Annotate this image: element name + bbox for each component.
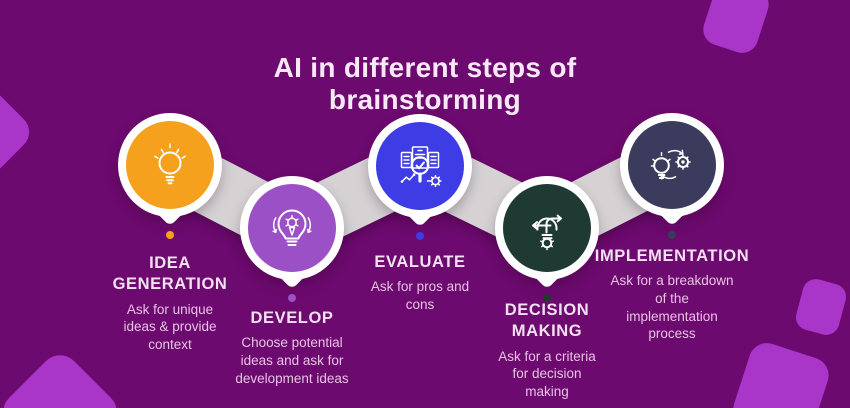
step-description: Choose potential ideas and ask for devel…	[235, 335, 349, 386]
step-label: DEVELOP	[250, 309, 334, 327]
step-circle	[126, 121, 214, 209]
step-dot	[288, 294, 296, 302]
step-description: Ask for pros and cons	[370, 279, 470, 312]
step-dot	[543, 294, 551, 302]
develop-bulb-gear-icon	[272, 209, 312, 246]
page-title: AI in different steps of brainstorming	[273, 51, 577, 116]
step-label: IDEA GENERATION	[112, 254, 228, 294]
step-label: EVALUATE	[374, 253, 466, 271]
step-description: Ask for a criteria for decision making	[498, 348, 596, 399]
step-description: Ask for a breakdown of the implementatio…	[610, 273, 734, 342]
idea-lightbulb-icon	[154, 143, 186, 185]
step-label: IMPLEMENTATION	[594, 247, 750, 265]
step-circle	[376, 122, 464, 210]
step-label: DECISION MAKING	[504, 301, 590, 341]
step-circle	[503, 184, 591, 272]
step-dot	[416, 232, 424, 240]
step-dot	[166, 231, 174, 239]
step-dot	[668, 231, 676, 239]
step-description: Ask for unique ideas & provide context	[123, 301, 217, 352]
decision-arrows-gear-icon	[532, 214, 562, 251]
evaluate-analysis-icon	[400, 146, 442, 188]
implementation-bulb-gear-icon	[650, 149, 691, 180]
step-circle	[628, 121, 716, 209]
step-circle	[248, 184, 336, 272]
